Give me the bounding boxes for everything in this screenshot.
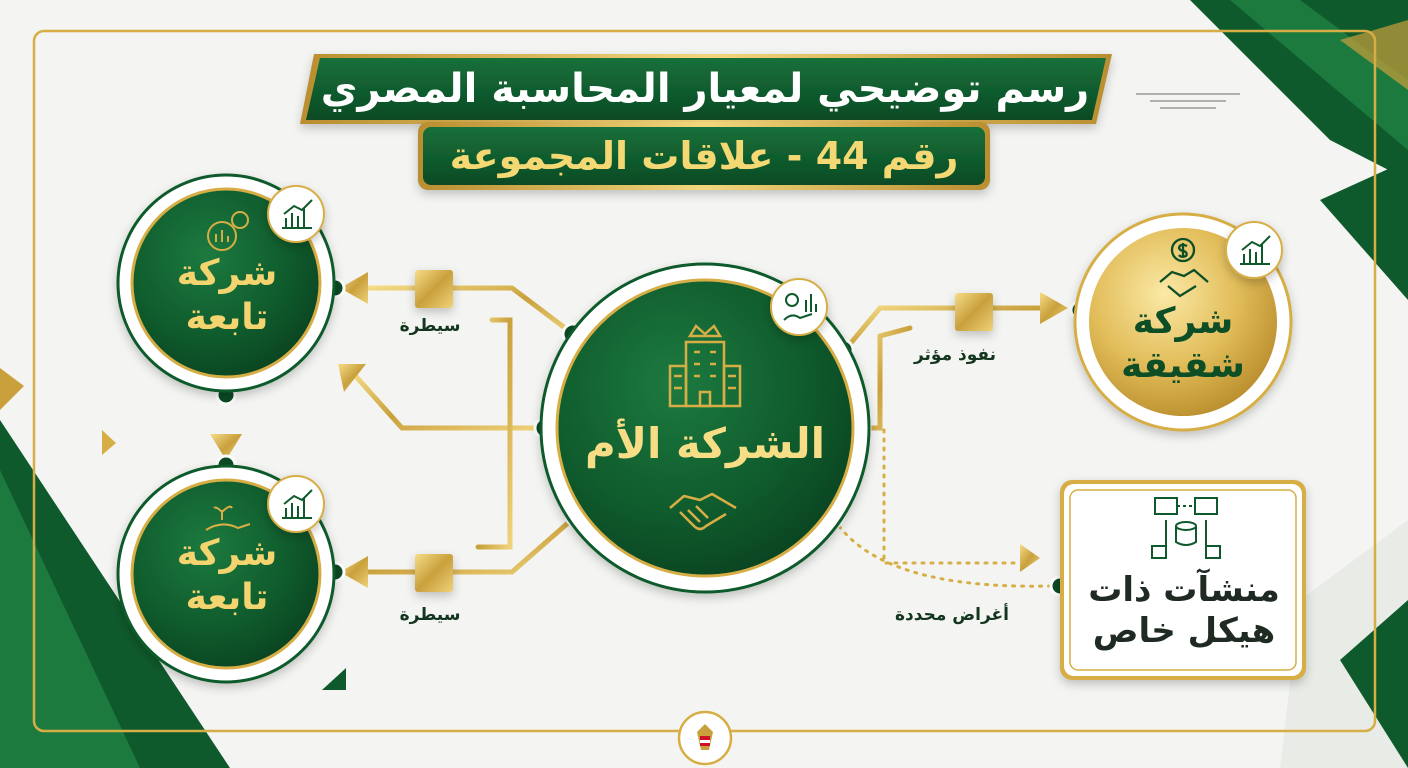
- server-network-icon: [1151, 497, 1221, 559]
- dotted-connectors: [832, 428, 1052, 588]
- control-label-bottom: سيطرة: [399, 605, 461, 625]
- significant-influence-label: نفوذ مؤثر: [913, 345, 997, 365]
- control-label-top: سيطرة: [399, 316, 461, 336]
- building-crown-icon: [668, 324, 742, 408]
- specific-purposes-label: أغراض محددة: [895, 605, 1009, 625]
- spe-node: [1060, 480, 1306, 680]
- sister-company-label: شركة شقيقة: [1121, 301, 1245, 386]
- arrowheads: [210, 272, 1068, 588]
- bar-chart-icon: [1240, 235, 1271, 265]
- page-title: رسم توضيحي لمعيار المحاسبة المصري: [320, 66, 1090, 112]
- hand-growth-icon: [205, 505, 251, 531]
- special-purpose-entity-label: منشآت ذات هيكل خاص: [1088, 570, 1280, 652]
- subtitle-banner: [418, 122, 990, 190]
- bar-chart-icon: [282, 489, 313, 519]
- handshake-icon: [669, 492, 737, 531]
- money-hand-icon: [783, 293, 817, 321]
- egypt-emblem-icon: [677, 710, 733, 766]
- bar-chart-icon: [282, 199, 313, 229]
- handshake-dollar-icon: [1159, 237, 1209, 298]
- connector-badges: [415, 270, 993, 592]
- gear-chart-icon: [207, 211, 249, 251]
- subsidiary-2-label: شركة تابعة: [176, 533, 278, 618]
- parent-company-label: الشركة الأم: [584, 419, 825, 468]
- title-deco-lines: [1136, 93, 1240, 109]
- page-subtitle: رقم 44 - علاقات المجموعة: [449, 134, 959, 178]
- title-banner: [300, 54, 1112, 124]
- subsidiary-1-label: شركة تابعة: [176, 253, 278, 338]
- parent-node: [539, 262, 871, 594]
